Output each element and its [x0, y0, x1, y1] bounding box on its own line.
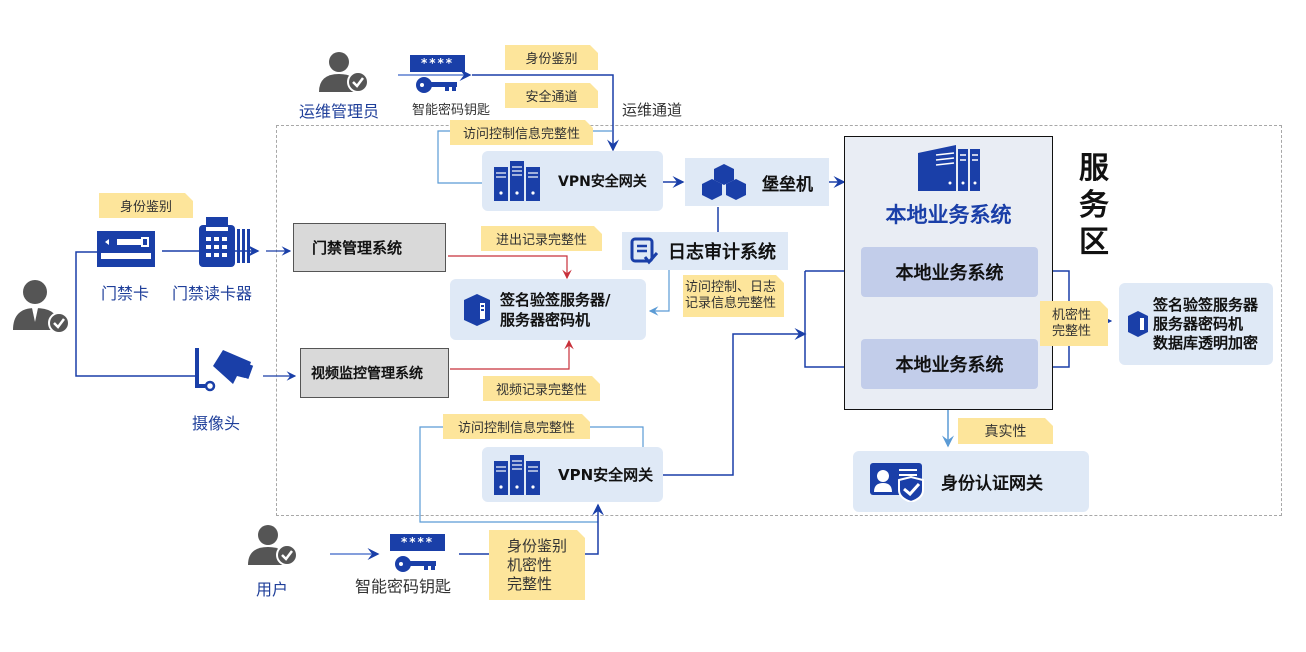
line-access-info-loop-bottom: [419, 426, 598, 523]
building-server-icon: [918, 145, 980, 191]
line-key-to-vpn-top: [472, 74, 619, 152]
sign-verify-server[interactable]: 签名验签服务器/ 服务器密码机: [450, 279, 646, 340]
line-vpn-bottom-to-local: [662, 328, 807, 476]
video-mgmt-system[interactable]: 视频监控管理系统: [300, 348, 449, 398]
local-business-title: 本地业务系统: [885, 203, 1012, 227]
tag-user-line-1: 身份鉴别: [507, 536, 568, 555]
tag-access-info-integrity-top: 访问控制信息完整性: [450, 120, 593, 145]
admin-key-label: 智能密码钥匙: [412, 103, 491, 118]
tag-log-line-2: 记录信息完整性: [685, 296, 777, 311]
tag-conf-line-1: 机密性: [1052, 307, 1092, 323]
tag-video-record-integrity: 视频记录完整性: [483, 376, 600, 401]
user-label: 用户: [256, 580, 289, 599]
internal-zone-border: [276, 125, 1282, 516]
id-shield-icon: [870, 462, 924, 502]
tag-conf-integrity: 机密性 完整性: [1040, 301, 1108, 346]
line-access-to-sign: [448, 255, 572, 280]
access-card-icon: [97, 231, 155, 267]
camera-icon: [195, 348, 254, 392]
line-video-to-sign: [450, 339, 574, 370]
admin-key-mask: ****: [410, 55, 465, 72]
local-business-system-b[interactable]: 本地业务系统: [861, 339, 1038, 389]
tag-admin-identity: 身份鉴别: [505, 45, 598, 70]
vpn-top-label: VPN安全网关: [558, 174, 647, 190]
card-label: 门禁卡: [101, 284, 150, 303]
service-zone-title: 服务区: [1079, 151, 1109, 260]
server-cube-icon: [464, 293, 490, 326]
right-crypto-node[interactable]: 签名验签服务器 服务器密码机 数据库透明加密: [1119, 283, 1273, 365]
admin-key-icon: [416, 77, 457, 93]
ops-channel-label: 运维通道: [622, 101, 683, 119]
sign-server-line-1: 签名验签服务器/: [500, 290, 611, 309]
vpn-gateway-bottom[interactable]: VPN安全网关: [482, 447, 663, 502]
person-suit-icon: [13, 280, 70, 334]
tag-user-security: 身份鉴别 机密性 完整性: [489, 530, 585, 600]
vpn-bottom-label: VPN安全网关: [558, 466, 654, 484]
cubes-icon: [702, 164, 746, 200]
admin-label: 运维管理员: [299, 102, 380, 121]
sign-server-line-2: 服务器密码机: [500, 310, 591, 329]
right-node-line-2: 服务器密码机: [1153, 314, 1244, 333]
log-audit-label: 日志审计系统: [668, 242, 776, 263]
id-gateway-label: 身份认证网关: [941, 474, 1043, 494]
right-node-line-3: 数据库透明加密: [1153, 333, 1259, 352]
server-cube-icon: [1128, 311, 1148, 337]
line-left-bracket: [804, 271, 862, 368]
bastion-host[interactable]: 堡垒机: [685, 158, 829, 206]
tag-user-line-3: 完整性: [507, 574, 553, 593]
camera-label: 摄像头: [192, 414, 241, 433]
access-mgmt-system[interactable]: 门禁管理系统: [293, 223, 446, 272]
tag-conf-line-2: 完整性: [1052, 323, 1092, 339]
tag-access-record-integrity: 进出记录完整性: [481, 226, 602, 251]
user-key-label: 智能密码钥匙: [355, 577, 452, 596]
line-log-to-sign: [648, 270, 670, 316]
right-node-line-1: 签名验签服务器: [1153, 295, 1259, 314]
tag-authenticity: 真实性: [958, 418, 1053, 444]
tag-card-identity: 身份鉴别: [99, 193, 193, 218]
tag-secure-channel: 安全通道: [505, 83, 598, 108]
id-auth-gateway[interactable]: 身份认证网关: [853, 451, 1089, 512]
user-key-mask: ****: [390, 534, 445, 551]
bastion-label: 堡垒机: [762, 174, 813, 195]
server-rack-icon: [494, 454, 540, 495]
user-key-icon: [395, 556, 436, 572]
vpn-gateway-top[interactable]: VPN安全网关: [482, 151, 663, 211]
tag-log-integrity: 访问控制、日志 记录信息完整性: [683, 275, 784, 317]
audit-document-icon: [630, 237, 658, 265]
tag-access-info-integrity-bottom: 访问控制信息完整性: [443, 414, 590, 439]
log-audit-system[interactable]: 日志审计系统: [622, 232, 788, 270]
line-person-branch: [75, 251, 196, 377]
admin-user-icon: [319, 52, 369, 93]
tag-log-line-1: 访问控制、日志: [685, 280, 777, 295]
line-access-info-loop-top: [437, 130, 484, 184]
local-business-system-a[interactable]: 本地业务系统: [861, 247, 1038, 297]
card-reader-icon: [199, 217, 250, 267]
reader-label: 门禁读卡器: [172, 284, 253, 303]
server-rack-icon: [494, 161, 540, 201]
user-icon: [248, 525, 298, 566]
tag-user-line-2: 机密性: [507, 555, 553, 574]
